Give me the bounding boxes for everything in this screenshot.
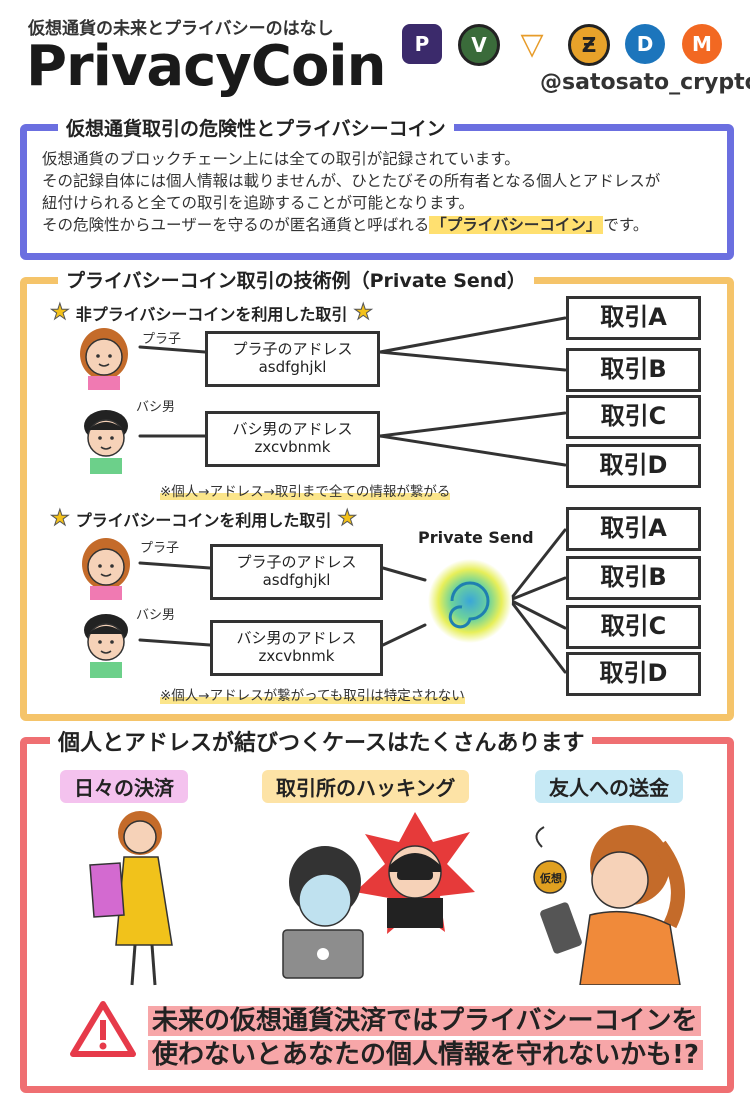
person-b-name: バシ男	[136, 400, 176, 415]
address-value: asdfghjkl	[258, 358, 327, 376]
address-box-b: バシ男のアドレス zxcvbnmk	[210, 620, 383, 676]
address-label: バシ男のアドレス	[236, 629, 357, 647]
tech-example-heading: プライバシーコイン取引の技術例（Private Send）	[58, 266, 534, 293]
privacy-coin-highlight: 「プライバシーコイン」	[429, 216, 604, 234]
transaction-box: 取引B	[566, 348, 701, 392]
non-privacy-note: ※個人→アドレス→取引まで全ての情報が繋がる	[160, 484, 451, 500]
dash-icon: D	[625, 24, 665, 64]
address-label: プラ子のアドレス	[232, 340, 353, 358]
person-a-name: プラ子	[142, 332, 182, 347]
non-privacy-subheading: ★ 非プライバシーコインを利用した取引 ★	[50, 300, 374, 326]
case-friend-transfer: 友人への送金	[535, 770, 683, 803]
star-icon: ★	[353, 300, 374, 326]
transaction-box: 取引D	[566, 444, 701, 488]
address-box-b: バシ男のアドレス zxcvbnmk	[205, 411, 380, 467]
author-handle: @satosato_crypto	[540, 70, 750, 95]
man-avatar	[84, 410, 128, 474]
subtitle: 仮想通貨の未来とプライバシーのはなし	[28, 19, 334, 39]
transaction-box: 取引D	[566, 652, 701, 696]
cases-heading: 個人とアドレスが結びつくケースはたくさんあります	[50, 725, 593, 757]
privacy-note: ※個人→アドレスが繋がっても取引は特定されない	[160, 688, 465, 704]
transaction-box: 取引A	[566, 507, 701, 551]
pivx-icon: P	[402, 24, 442, 64]
address-box-a: プラ子のアドレス asdfghjkl	[205, 331, 380, 387]
page-title: PrivacyCoin	[26, 34, 386, 99]
transaction-box: 取引A	[566, 296, 701, 340]
warning-icon	[70, 1001, 136, 1057]
intro-line: その記録自体には個人情報は載りませんが、ひとたびその所有者となる個人とアドレスが	[42, 172, 661, 190]
case-exchange-hacking: 取引所のハッキング	[262, 770, 470, 803]
private-send-label: Private Send	[418, 528, 534, 547]
intro-line: その危険性からユーザーを守るのが匿名通貨と呼ばれる「プライバシーコイン」です。	[42, 216, 649, 234]
address-value: asdfghjkl	[262, 571, 331, 589]
star-icon: ★	[50, 300, 71, 326]
address-label: プラ子のアドレス	[236, 553, 357, 571]
zcash-icon: Ƶ	[568, 24, 610, 66]
warning-line: 使わないとあなたの個人情報を守れないかも!?	[148, 1040, 703, 1070]
address-value: zxcvbnmk	[254, 438, 331, 456]
address-box-a: プラ子のアドレス asdfghjkl	[210, 544, 383, 600]
coin-label: 仮想	[540, 872, 562, 885]
intro-line: 仮想通貨のブロックチェーン上には全ての取引が記録されています。	[42, 150, 520, 168]
shopping-woman-illustration	[89, 811, 173, 986]
star-icon: ★	[50, 506, 71, 532]
address-label: バシ男のアドレス	[232, 420, 353, 438]
non-privacy-title: 非プライバシーコインを利用した取引	[75, 304, 348, 324]
private-send-swirl-icon	[428, 559, 512, 643]
transaction-box: 取引C	[566, 605, 701, 649]
intro-line: 紐付けられると全ての取引を追跡することが可能となります。	[42, 194, 474, 212]
person-a-name: プラ子	[140, 541, 180, 556]
transaction-box: 取引B	[566, 556, 701, 600]
verge-triangle-icon: ▽	[512, 24, 552, 64]
verge-icon: V	[458, 24, 500, 66]
monero-icon: M	[682, 24, 722, 64]
address-value: zxcvbnmk	[258, 647, 335, 665]
intro-body: 仮想通貨のブロックチェーン上には全ての取引が記録されています。 その記録自体には…	[42, 148, 712, 236]
warning-line: 未来の仮想通貨決済ではプライバシーコインを	[148, 1006, 702, 1036]
star-icon: ★	[337, 506, 358, 532]
warning-message: 未来の仮想通貨決済ではプライバシーコインを 使わないとあなたの個人情報を守れない…	[148, 1004, 703, 1072]
case-daily-payment: 日々の決済	[60, 770, 188, 803]
woman-avatar	[80, 328, 128, 390]
man-avatar	[84, 614, 128, 678]
transaction-box: 取引C	[566, 395, 701, 439]
friend-transfer-illustration	[533, 825, 685, 985]
woman-avatar	[82, 538, 130, 600]
person-b-name: バシ男	[136, 608, 176, 623]
privacy-title: プライバシーコインを利用した取引	[75, 510, 332, 530]
hacker-illustration	[282, 812, 475, 979]
intro-heading: 仮想通貨取引の危険性とプライバシーコイン	[58, 114, 454, 141]
privacy-subheading: ★ プライバシーコインを利用した取引 ★	[50, 506, 358, 532]
